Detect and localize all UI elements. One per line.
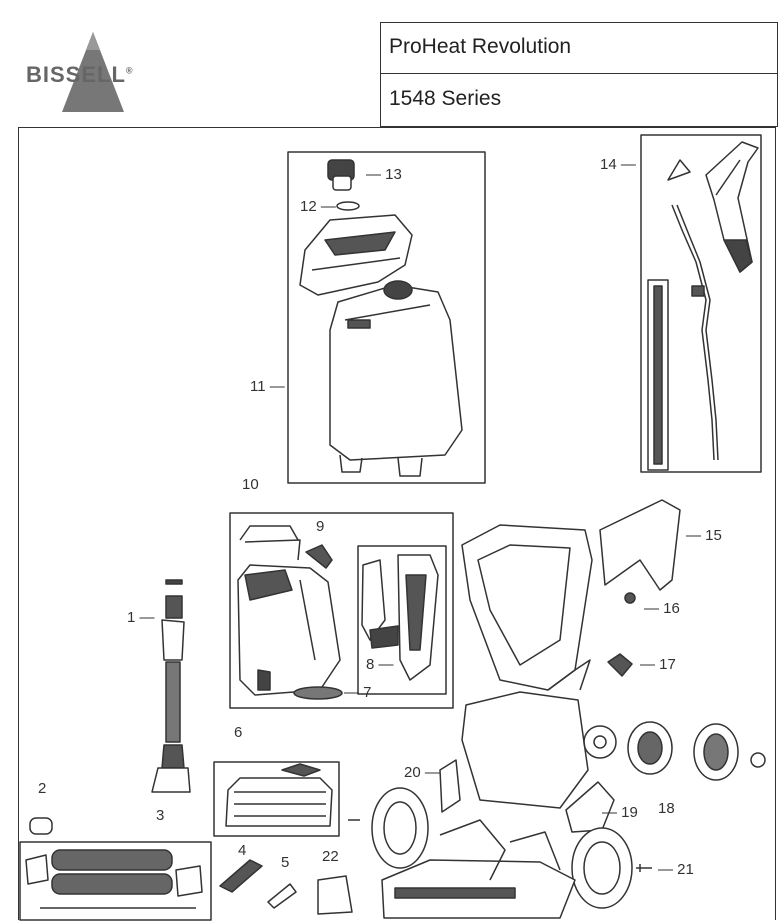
main-body-frame <box>461 524 593 691</box>
part-17-knob <box>607 653 633 677</box>
part-12-oring <box>336 201 360 211</box>
callout-12: 12 — <box>300 198 336 215</box>
callout-14: 14 — <box>600 156 636 173</box>
handle-group-box <box>640 134 762 473</box>
callout-4: 4 <box>238 842 247 859</box>
part-22-cover <box>317 875 353 915</box>
tank-group-box <box>287 151 486 484</box>
callout-2: 2 <box>38 780 47 797</box>
part-9-latch <box>305 544 333 569</box>
nozzle-group-box <box>213 761 340 837</box>
part-20-strip <box>439 759 461 813</box>
diagram-frame <box>18 127 776 920</box>
part-1-hose <box>151 579 191 793</box>
callout-19: — 19 <box>602 804 638 821</box>
callout-11: 11 — <box>250 378 285 395</box>
part-5-belt <box>267 883 297 909</box>
part-19-fender <box>565 781 615 833</box>
part-15-handle-release <box>599 499 681 591</box>
logo-wordmark: BISSELL® <box>26 62 134 88</box>
callout-1: 1 — <box>127 609 155 626</box>
callout-15: — 15 <box>686 527 722 544</box>
part-18-motor <box>583 721 766 781</box>
callout-9: 9 <box>316 518 325 535</box>
callout-18: 18 <box>658 800 675 817</box>
part-20-base-cover <box>461 691 589 809</box>
part-7-filter-screen <box>293 686 343 700</box>
recovery-tank-group-box <box>229 512 454 709</box>
callout-7: — 7 <box>344 684 372 701</box>
filter-group-box <box>357 545 447 695</box>
product-title: ProHeat Revolution <box>389 35 572 58</box>
right-wheel <box>571 827 633 909</box>
part-21-screw <box>636 864 652 872</box>
part-16-clip <box>624 592 636 604</box>
callout-21: — 21 <box>658 861 694 878</box>
part-4-belt <box>219 859 263 893</box>
callout-3: 3 <box>156 807 165 824</box>
part-2-cap <box>29 817 53 835</box>
header-box: ProHeat Revolution 1548 Series <box>380 22 778 127</box>
part-11-clean-tank <box>299 214 463 477</box>
part-10-recovery-tank <box>237 525 341 696</box>
logo-triangle-icon <box>62 32 124 112</box>
callout-22: 22 <box>322 848 339 865</box>
callout-16: — 16 <box>644 600 680 617</box>
logo-registered-mark: ® <box>125 65 134 76</box>
product-series: 1548 Series <box>389 87 502 110</box>
callout-6: 6 <box>234 724 243 741</box>
callout-17: — 17 <box>640 656 676 673</box>
part-13-cap <box>327 159 355 191</box>
part-14-handle <box>647 141 759 471</box>
brush-group-box <box>19 841 212 921</box>
part-6-nozzle <box>225 763 333 827</box>
callout-5: 5 <box>281 854 290 871</box>
logo-wordmark-text: BISSELL <box>26 62 126 87</box>
part-8-float <box>361 554 439 681</box>
base-foot <box>381 819 576 919</box>
part-3-brush-rolls <box>25 849 203 909</box>
callout-8: 8 — <box>366 656 394 673</box>
left-wheel <box>371 787 429 869</box>
callout-20: 20 — <box>404 764 440 781</box>
callout-10: 10 <box>242 476 259 493</box>
callout-13: — 13 <box>366 166 402 183</box>
header-divider <box>381 73 777 74</box>
